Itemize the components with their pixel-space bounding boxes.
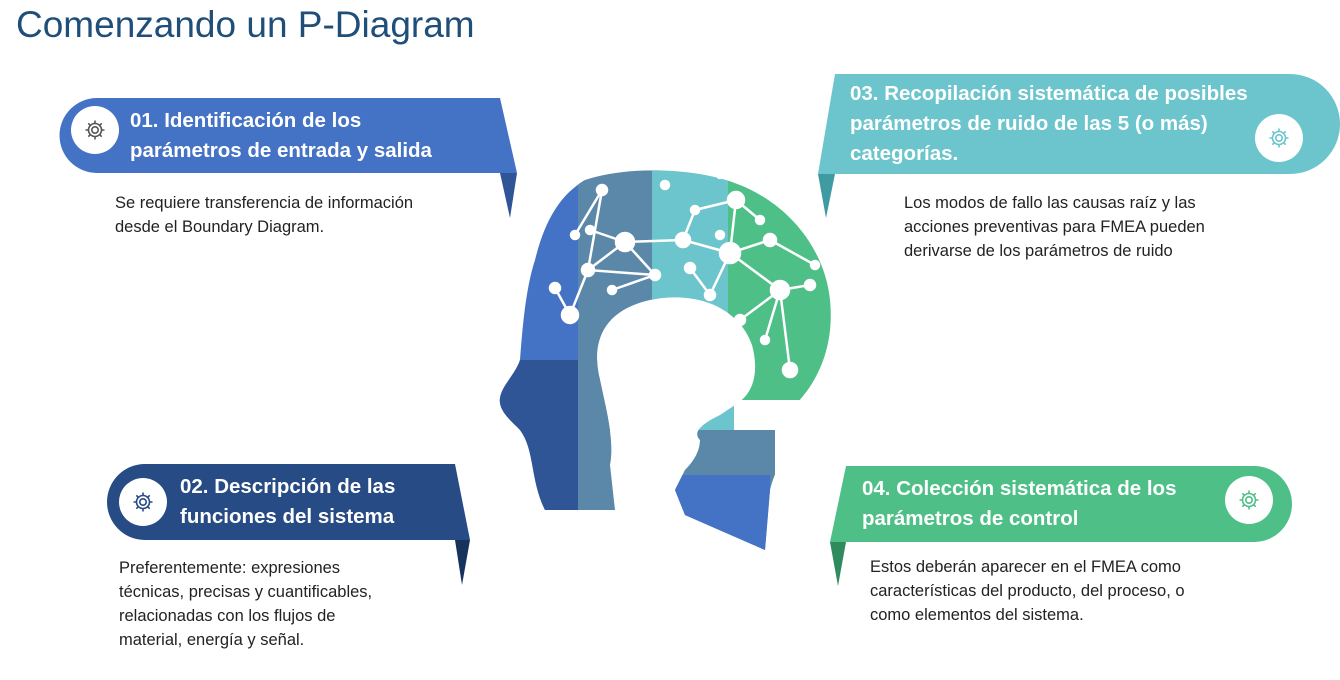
step-02-heading: 02. Descripción de las funciones del sis…	[180, 472, 395, 532]
step-03-heading-line: 03. Recopilación sistemática de posibles	[850, 82, 1248, 105]
body-line: técnicas, precisas y cuantificables,	[119, 583, 373, 601]
body-line: Estos deberán aparecer en el FMEA como	[870, 558, 1181, 576]
step-03-heading: 03. Recopilación sistemática de posibles…	[850, 79, 1248, 169]
gear-icon	[1255, 114, 1303, 162]
banner-04-shape	[830, 466, 1292, 542]
step-03-heading-line: categorías.	[850, 142, 959, 165]
step-01-body: Se requiere transferencia de información…	[115, 191, 413, 239]
step-01-heading-line: parámetros de entrada y salida	[130, 139, 432, 162]
body-line: material, energía y señal.	[119, 631, 305, 649]
page-title: Comenzando un P-Diagram	[16, 4, 475, 45]
gear-icon	[1225, 476, 1273, 524]
step-01-heading-line: 01. Identificación de los	[130, 109, 362, 132]
body-line: derivarse de los parámetros de ruido	[904, 242, 1173, 260]
banner-03-shape	[818, 74, 1340, 174]
body-line: desde el Boundary Diagram.	[115, 218, 325, 236]
head-illustration	[499, 170, 831, 550]
step-04-body: Estos deberán aparecer en el FMEA como c…	[870, 555, 1185, 627]
step-02-heading-line: funciones del sistema	[180, 505, 395, 528]
banner-02-shape	[107, 464, 470, 540]
step-02-heading-line: 02. Descripción de las	[180, 475, 396, 498]
step-04-heading-line: parámetros de control	[862, 507, 1079, 530]
step-03-heading-line: parámetros de ruido de las 5 (o más)	[850, 112, 1208, 135]
body-line: Preferentemente: expresiones	[119, 559, 341, 577]
body-line: características del producto, del proces…	[870, 582, 1185, 600]
head-band-collar	[675, 475, 770, 550]
banner-01-fold	[500, 173, 517, 218]
body-line: relacionadas con los flujos de	[119, 607, 336, 625]
body-line: acciones preventivas para FMEA pueden	[904, 218, 1205, 236]
banner-03-fold	[818, 174, 835, 218]
step-01-heading: 01. Identificación de los parámetros de …	[130, 106, 432, 166]
step-04-heading: 04. Colección sistemática de los parámet…	[862, 474, 1176, 534]
step-02-body: Preferentemente: expresiones técnicas, p…	[119, 556, 372, 652]
step-04-heading-line: 04. Colección sistemática de los	[862, 477, 1177, 500]
head-band-2	[578, 170, 658, 550]
step-03-body: Los modos de fallo las causas raíz y las…	[904, 191, 1205, 263]
banner-01-shape	[59, 98, 518, 173]
gear-icon	[119, 478, 167, 526]
banner-04-fold	[830, 542, 846, 586]
body-line: como elementos del sistema.	[870, 606, 1084, 624]
body-line: Se requiere transferencia de información	[115, 194, 414, 212]
network-nodes	[548, 170, 821, 379]
gear-icon	[71, 106, 119, 154]
banner-02-fold	[455, 540, 470, 585]
body-line: Los modos de fallo las causas raíz y las	[904, 194, 1196, 212]
